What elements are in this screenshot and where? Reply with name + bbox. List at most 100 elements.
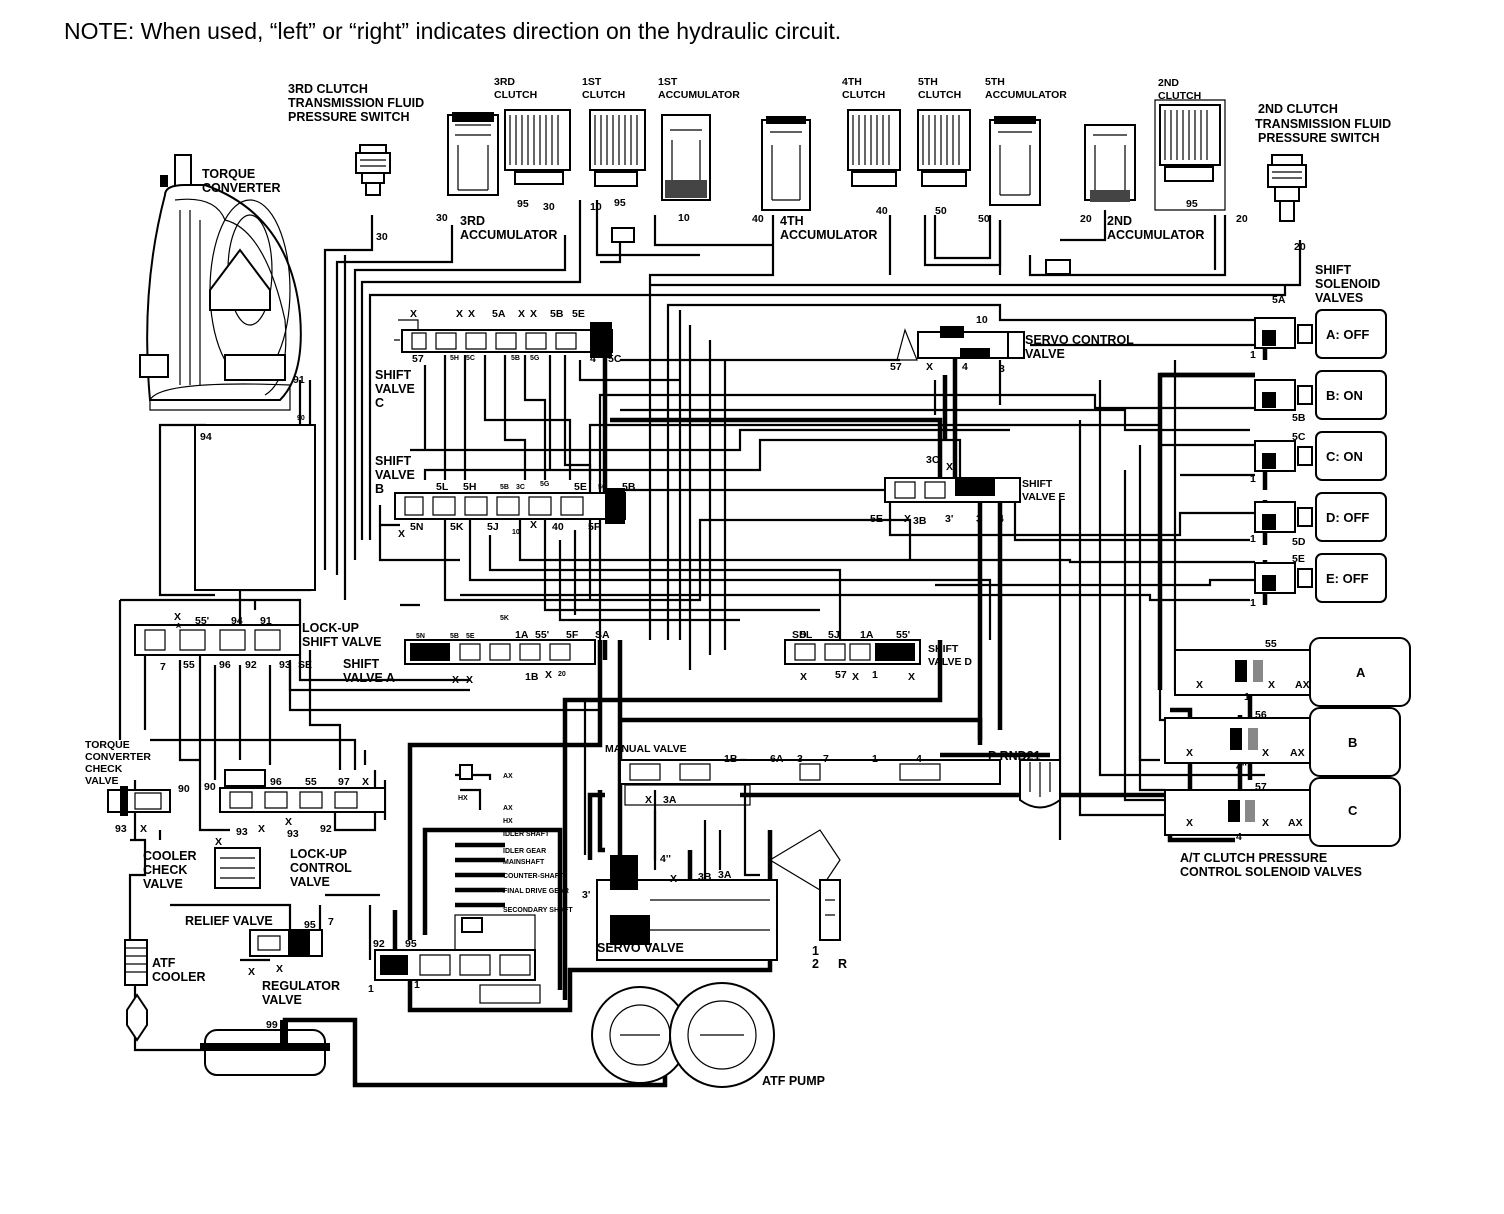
port-label: X	[258, 823, 265, 835]
port-label: 95	[517, 198, 529, 210]
label-regulator-valve-2: VALVE	[262, 993, 302, 1007]
port-label: 95	[405, 938, 417, 950]
solenoid-e-label: E: OFF	[1326, 571, 1369, 586]
label-third-accumulator: 3RD	[460, 214, 485, 228]
label-manual-valve: MANUAL VALVE	[605, 743, 687, 755]
port-label: 94	[231, 615, 243, 627]
port-label: 5K	[500, 615, 509, 622]
port-label: X	[904, 513, 911, 525]
label-pressure-control-solenoids: A/T CLUTCH PRESSURE	[1180, 851, 1327, 865]
port-label: 10	[512, 529, 520, 536]
port-label: 90	[204, 781, 216, 793]
servo-valve	[596, 829, 841, 961]
port-label: 92	[373, 938, 385, 950]
port-label: X	[946, 461, 953, 473]
port-label: 93	[279, 659, 291, 671]
label-atf-pump: ATF PUMP	[762, 1074, 825, 1088]
port-label: 95	[614, 197, 626, 209]
port-label: 3'	[945, 513, 953, 525]
port-label: AX	[1295, 679, 1310, 691]
label-shift-valve-e: SHIFT	[1022, 478, 1053, 490]
port-label: X	[215, 836, 222, 848]
fifth-accumulator	[989, 116, 1041, 206]
solenoid-b-port: 5B	[1292, 412, 1306, 424]
port-label: 94	[200, 431, 212, 443]
port-label: SE	[298, 659, 312, 671]
third-clutch	[504, 109, 571, 185]
port-label: 93	[236, 826, 248, 838]
label-shift-solenoid-valves-3: VALVES	[1315, 291, 1363, 305]
solenoid-d-label: D: OFF	[1326, 510, 1369, 525]
port-label: 4''	[1236, 761, 1247, 773]
port-label: 5A	[492, 308, 506, 320]
port-label: 3A	[718, 869, 732, 881]
label-second-clutch-2: CLUTCH	[1158, 90, 1201, 102]
port-label: 30	[376, 231, 388, 243]
port-label: 5L	[436, 481, 449, 493]
label-shift-valve-a: SHIFT	[343, 657, 379, 671]
port-label: 5E	[466, 633, 475, 640]
port-label: X	[452, 674, 459, 686]
label-shift-valve-d: SHIFT	[928, 643, 959, 655]
port-label: X	[174, 611, 181, 623]
port-label: 4	[1236, 831, 1242, 843]
shift-valve-d	[784, 639, 921, 665]
port-label: 7	[328, 916, 334, 928]
port-label: SA	[595, 629, 610, 641]
port-label: 3B	[698, 871, 712, 883]
port-label: 91	[260, 615, 272, 627]
pressure-solenoid-c-label: C	[1348, 803, 1358, 818]
port-label: 1	[1250, 473, 1256, 485]
servo-control-valve	[896, 326, 1025, 361]
label-torque-converter-2: CONVERTER	[202, 181, 280, 195]
label-tc-check-valve: TORQUE	[85, 739, 130, 751]
port-label: 91	[293, 374, 305, 386]
label-first-clutch: 1ST	[582, 76, 602, 88]
label-fourth-clutch: 4TH	[842, 76, 862, 88]
label-third-clutch: 3RD	[494, 76, 515, 88]
solenoid-b-label: B: ON	[1326, 388, 1363, 403]
pressure-solenoid-b-port: 56	[1255, 709, 1267, 721]
label-lock-up-shift-valve: LOCK-UP	[302, 621, 359, 635]
port-label: 90	[297, 415, 305, 422]
label-fourth-clutch-2: CLUTCH	[842, 89, 885, 101]
label-servo-position-1: 1	[812, 944, 819, 958]
shaft-label: HX	[503, 818, 513, 825]
port-label: 92	[320, 823, 332, 835]
port-label: X	[518, 308, 525, 320]
port-label: 4	[962, 361, 968, 373]
port-label: 3B	[913, 515, 927, 527]
port-label: 20	[1080, 213, 1092, 225]
port-label: 1	[872, 669, 878, 681]
label-third-clutch-switch-2: TRANSMISSION FLUID	[288, 96, 424, 110]
label-second-clutch-switch-3: PRESSURE SWITCH	[1258, 131, 1380, 145]
label-cooler-check-valve-2: CHECK	[143, 863, 187, 877]
pressure-solenoid-labels: A B C 55 56 57	[1255, 637, 1411, 847]
label-regulator-valve: REGULATOR	[262, 979, 340, 993]
solenoid-d-port: 5D	[1292, 536, 1306, 548]
port-label: X	[908, 671, 915, 683]
port-label: 10	[976, 314, 988, 326]
shaft-label: COUNTER-SHAFT	[503, 873, 564, 880]
fourth-clutch	[847, 109, 901, 187]
label-lock-up-control-valve-2: CONTROL	[290, 861, 352, 875]
port-label: 55	[183, 659, 195, 671]
shaft-label: FINAL DRIVE GEAR	[503, 888, 569, 895]
port-label: X	[530, 308, 537, 320]
port-label: X	[1186, 747, 1193, 759]
port-label: X	[545, 669, 552, 681]
pressure-solenoid-box-b	[1309, 707, 1401, 777]
shift-solenoid-group	[1254, 317, 1313, 594]
port-label: 93	[115, 823, 127, 835]
label-fourth-accumulator: 4TH	[780, 214, 804, 228]
label-shift-valve-c-2: VALVE	[375, 382, 415, 396]
label-tc-check-valve-2: CONVERTER	[85, 751, 151, 763]
label-pressure-control-solenoids-2: CONTROL SOLENOID VALVES	[1180, 865, 1362, 879]
first-clutch	[589, 109, 646, 187]
port-label: 6A	[770, 753, 784, 765]
shaft-pressure-lines	[455, 764, 505, 908]
port-label: 1A	[860, 629, 874, 641]
port-label: 1	[1244, 691, 1250, 703]
atf-strainer	[200, 1020, 330, 1076]
port-label: 40	[552, 521, 564, 533]
